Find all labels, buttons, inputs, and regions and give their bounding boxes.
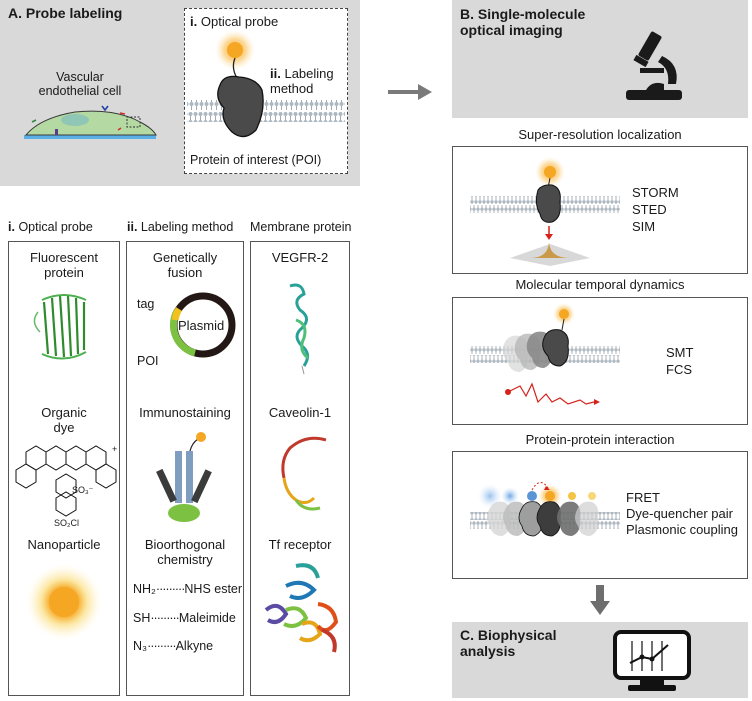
section3-method-3: Plasmonic coupling <box>626 522 739 537</box>
gfp-structure-icon <box>33 294 87 360</box>
poi-protein <box>217 75 264 138</box>
nanoparticle-icon <box>26 564 102 640</box>
antibody-icon <box>156 432 212 522</box>
receptor-green <box>31 119 37 123</box>
protein-interaction-illustration <box>470 482 620 537</box>
super-resolution-illustration <box>470 157 620 266</box>
col3-item-caveolin1: Caveolin-1 <box>268 405 332 420</box>
col3-box <box>250 241 350 696</box>
temporal-dynamics-illustration <box>470 303 620 405</box>
section3-header: Protein-protein interaction <box>525 432 675 447</box>
col2-item-bioorthogonal: Bioorthogonal chemistry <box>144 537 226 567</box>
panel-b-title: B. Single-molecule optical imaging <box>460 6 586 38</box>
probe-inset-box <box>184 8 348 174</box>
arrow-b-to-c <box>590 585 610 615</box>
inset-labeling-num: ii. <box>270 66 281 81</box>
section1-method-2: STED <box>632 202 667 217</box>
membrane-upper <box>187 100 345 110</box>
monitor-chart-icon <box>613 630 691 691</box>
inset-poi-label: Protein of interest (POI) <box>190 153 322 167</box>
section3-method-2: Dye-quencher pair <box>626 506 733 521</box>
dye-so2cl-label: SO₂Cl <box>54 518 79 528</box>
col2-header-num: ii. <box>127 220 138 234</box>
cell-nucleus <box>61 114 89 126</box>
receptor-red <box>119 112 126 115</box>
pair-1-left: NH₂ <box>133 582 156 596</box>
cell-label: Vascular endothelial cell <box>38 70 122 98</box>
col2-box <box>126 241 244 696</box>
pair-row-3: N₃·········Alkyne <box>133 639 214 653</box>
section2-method-1: SMT <box>666 345 694 360</box>
pair-row-1: NH₂·········NHS ester <box>133 582 243 596</box>
section1-header: Super-resolution localization <box>518 127 682 142</box>
pair-1-right: NHS ester <box>184 582 243 596</box>
col3-item-tf-receptor: Tf receptor <box>268 537 332 552</box>
arrow-a-to-b <box>388 84 432 100</box>
section1-method-3: SIM <box>632 219 656 234</box>
cell-body <box>24 110 157 136</box>
col1-item-organic-dye: Organic dye <box>41 405 87 435</box>
col3-item-vegfr2: VEGFR-2 <box>271 250 329 265</box>
col1-header-text: Optical probe <box>18 220 93 234</box>
vegfr2-structure-icon <box>289 283 309 375</box>
section1-method-1: STORM <box>632 185 679 200</box>
microscope-icon <box>626 31 682 100</box>
antibody-dye-star <box>196 432 206 442</box>
inset-optical-probe-num: i. <box>190 14 198 29</box>
col1-item-fluorescent-protein: Fluorescent protein <box>30 250 98 280</box>
panel-a-title: A. Probe labeling <box>8 5 123 21</box>
antigen-ellipse <box>168 504 200 522</box>
plasmid-icon <box>169 292 236 358</box>
pair-3-left: N₃ <box>133 639 148 653</box>
pair-3-right: Alkyne <box>175 639 214 653</box>
plasmid-tag-label: tag <box>137 297 155 311</box>
panel-b-background <box>452 0 748 118</box>
organic-dye-structure-icon <box>15 445 117 517</box>
tf-receptor-structure-icon <box>264 563 339 653</box>
inset-optical-probe-label: i. Optical probe <box>190 14 278 29</box>
dye-plus-label: + <box>112 444 118 454</box>
col1-header: i. Optical probe <box>8 220 93 234</box>
optical-probe-core <box>227 42 243 58</box>
endothelial-cell-illustration <box>24 105 157 139</box>
receptor-blue <box>101 105 109 112</box>
col2-item-genetic-fusion: Genetically fusion <box>152 250 218 280</box>
basement-line <box>24 135 156 139</box>
section2-method-2: FCS <box>666 362 692 377</box>
section3-method-1: FRET <box>626 490 660 505</box>
caveolin1-structure-icon <box>281 436 327 511</box>
col2-header: ii. Labeling method <box>127 220 233 234</box>
plasmid-center-label: Plasmid <box>178 318 225 333</box>
col2-item-immunostaining: Immunostaining <box>139 405 231 420</box>
receptor-red-2 <box>117 127 122 131</box>
panel-c-title: C. Biophysical analysis <box>460 627 557 659</box>
col2-header-text: Labeling method <box>140 220 234 234</box>
receptor-purple <box>55 129 58 135</box>
pair-row-2: SH·········Maleimide <box>133 611 236 625</box>
pair-2-left: SH <box>133 611 151 625</box>
inset-labeling-text: Labeling method <box>270 66 334 96</box>
col1-header-num: i. <box>8 220 15 234</box>
panel-c-background <box>452 622 748 698</box>
section2-header: Molecular temporal dynamics <box>515 277 685 292</box>
dye-so3-label: SO₃⁻ <box>72 485 94 495</box>
membrane-lower <box>187 112 345 122</box>
inset-labeling-label: ii. Labeling method <box>270 66 350 96</box>
inset-illustration <box>187 30 345 138</box>
plasmid-poi-label: POI <box>137 354 159 368</box>
col3-header: Membrane protein <box>250 220 352 234</box>
pair-2-right: Maleimide <box>178 611 236 625</box>
inset-optical-probe-text: Optical probe <box>200 14 279 29</box>
inset-marker <box>126 116 141 128</box>
col1-item-nanoparticle: Nanoparticle <box>27 537 101 552</box>
